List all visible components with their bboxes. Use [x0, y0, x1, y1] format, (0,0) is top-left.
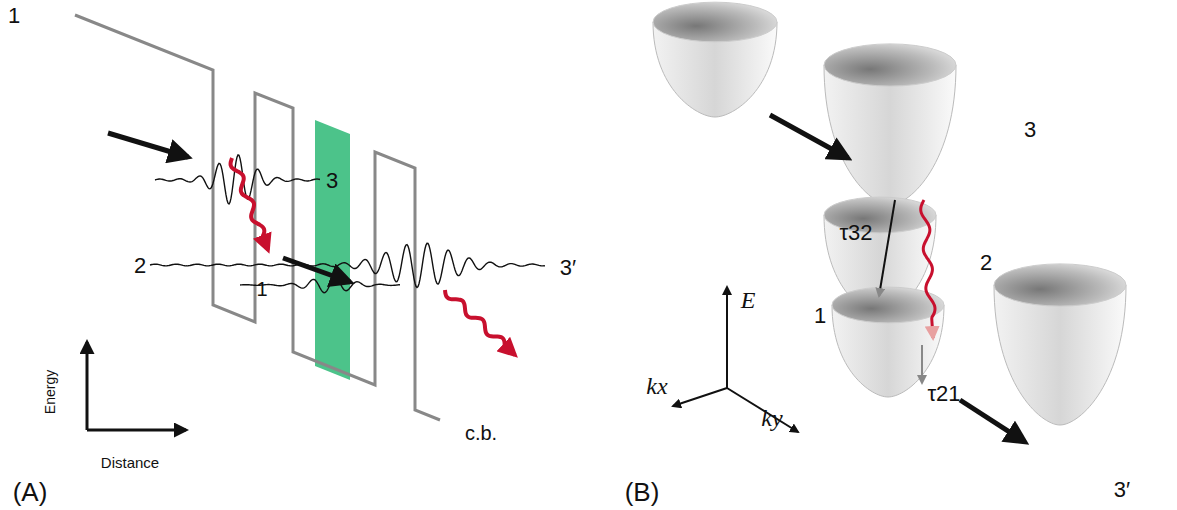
axis [87, 429, 186, 432]
lifetime-label: τ32 [839, 222, 872, 244]
panel-label: (B) [625, 479, 660, 505]
corner-number: 1 [8, 5, 20, 27]
subband-number: 3′ [1114, 479, 1130, 501]
scattering-arrow [921, 345, 923, 383]
axis-label: ky [761, 406, 782, 430]
axis [673, 388, 727, 406]
axis-label: Energy [43, 370, 57, 414]
axis [86, 342, 89, 430]
axis [727, 388, 798, 432]
photon-arrow [921, 200, 935, 338]
injection-arrow [108, 133, 188, 157]
photon-arrows [231, 158, 515, 355]
level-number: 2 [134, 255, 146, 277]
level-number: 3′ [560, 257, 576, 279]
subband-number: 1 [814, 305, 826, 327]
panel-label: (A) [13, 479, 48, 505]
wavefunctions [150, 155, 545, 293]
injection-arrow [770, 115, 848, 158]
band-label: c.b. [465, 423, 497, 443]
axis [726, 287, 728, 388]
subband-number: 3 [1024, 119, 1036, 141]
conduction-band [75, 15, 440, 420]
lifetime-label: τ21 [927, 383, 960, 405]
axis-label: kx [646, 374, 667, 398]
transfer-arrow [283, 258, 350, 282]
active-well [315, 120, 350, 380]
subbands [653, 2, 1126, 425]
scattering-arrow [879, 200, 895, 296]
axis-label: E [741, 288, 756, 312]
level-number: 1 [256, 279, 267, 299]
extraction-arrow [960, 400, 1025, 442]
subband-number: 2 [980, 252, 992, 274]
level-number: 3 [326, 170, 338, 192]
axis-label: Distance [101, 455, 159, 470]
